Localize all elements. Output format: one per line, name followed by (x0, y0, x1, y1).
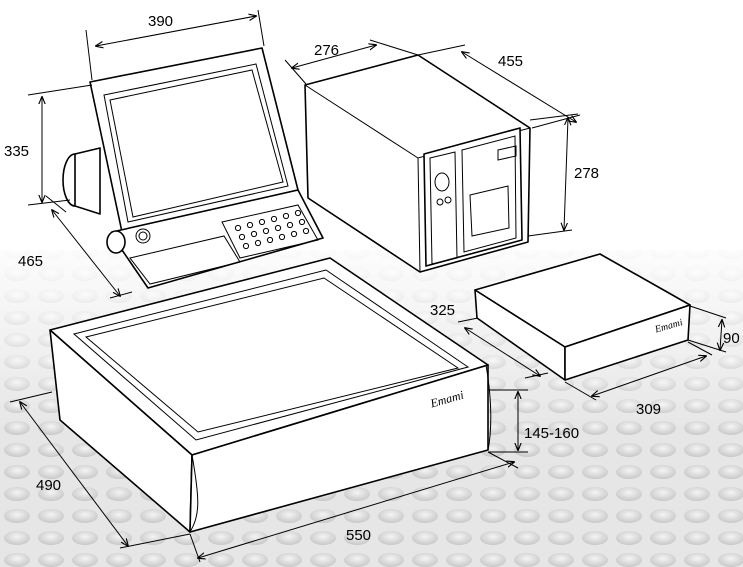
dim-printer-depth: 455 (498, 53, 523, 70)
dim-drawer-height: 90 (723, 330, 740, 347)
keypad-keys (234, 209, 310, 250)
dim-printer-height: 278 (574, 165, 599, 182)
dimension-lines (9, 9, 727, 563)
dim-scale-height: 145-160 (524, 425, 579, 442)
dim-drawer-width: 325 (430, 302, 455, 319)
pos-monitor (62, 47, 324, 289)
dimension-labels: 390 335 465 276 455 278 325 309 90 145-1… (4, 13, 740, 544)
dim-monitor-width: 390 (148, 13, 173, 30)
dim-drawer-depth: 309 (636, 401, 661, 418)
dim-scale-depth: 490 (36, 477, 61, 494)
dim-monitor-height: 335 (4, 143, 29, 160)
dim-scale-width: 550 (346, 527, 371, 544)
dim-printer-width: 276 (314, 42, 339, 59)
dim-monitor-depth: 465 (18, 253, 43, 270)
